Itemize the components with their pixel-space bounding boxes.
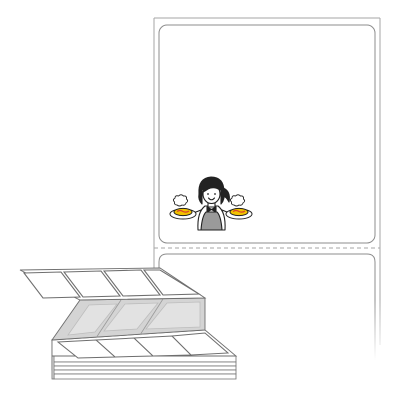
fold-panel-dividers bbox=[95, 298, 164, 339]
chef-ponytail bbox=[221, 187, 230, 203]
fold-label-1 bbox=[67, 303, 118, 336]
fold-label-2 bbox=[103, 302, 159, 332]
ketchup-left bbox=[176, 209, 190, 213]
chef-eye-right bbox=[214, 193, 216, 195]
strip-label-4 bbox=[142, 269, 201, 296]
omelet-plate-right bbox=[225, 207, 253, 220]
strip-label-1 bbox=[22, 271, 82, 299]
fold-divider-1 bbox=[95, 299, 122, 339]
fold-divider-2 bbox=[139, 298, 164, 336]
stack-top-labels bbox=[56, 332, 230, 359]
stack-layer-5 bbox=[53, 373, 237, 380]
stack-layer-4 bbox=[52, 369, 237, 375]
stack-layer-3 bbox=[51, 365, 237, 371]
fold-panel-label-outlines bbox=[67, 301, 201, 336]
steam-left bbox=[172, 194, 189, 207]
fold-label-3 bbox=[145, 301, 201, 330]
chef-smile bbox=[207, 197, 216, 201]
top-strip-labels bbox=[22, 269, 201, 299]
omelet-plate-left bbox=[169, 207, 197, 220]
steam-puff-icon bbox=[172, 194, 246, 207]
stack-label-3 bbox=[170, 332, 230, 356]
chef-fringe bbox=[202, 182, 221, 193]
chef-apron bbox=[200, 211, 223, 231]
strip-label-2 bbox=[62, 270, 122, 298]
stack-layer-2 bbox=[51, 361, 237, 367]
chef-hair bbox=[198, 176, 225, 205]
chef-bow-tie bbox=[206, 206, 217, 213]
chef-eye-left bbox=[207, 193, 209, 195]
strip-label-3 bbox=[102, 269, 162, 297]
fanfold-label-stack bbox=[19, 267, 238, 380]
ketchup-right bbox=[232, 209, 246, 213]
steam-right bbox=[229, 194, 246, 207]
stack-label-4 bbox=[56, 339, 117, 359]
